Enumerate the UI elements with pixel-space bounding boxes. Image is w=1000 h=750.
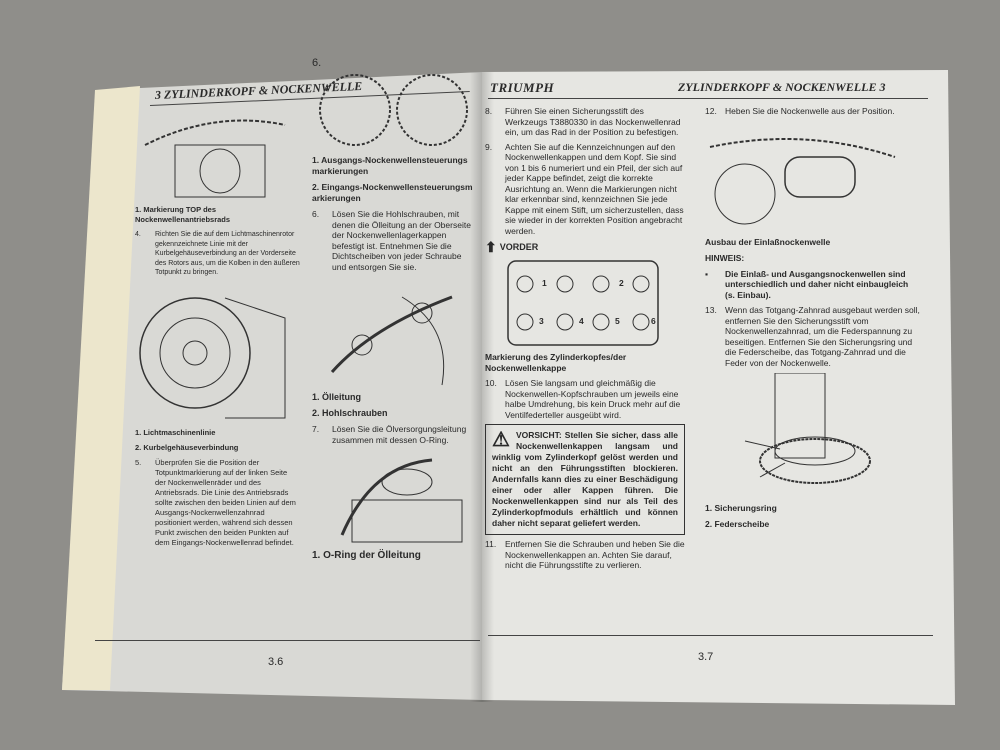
step-text: Wenn das Totgang-Zahnrad ausgebaut werde… — [725, 305, 920, 368]
step-number: 6. — [312, 209, 320, 219]
step-11: 11. Entfernen Sie die Schrauben und heben… — [485, 539, 685, 571]
figure-camshaft-removal — [709, 137, 896, 224]
step-5: 5. Überprüfen Sie die Position der Totpun… — [135, 458, 300, 548]
step-8: 8. Führen Sie einen Sicherungsstift des W… — [485, 106, 685, 138]
note-label: HINWEIS: — [705, 252, 745, 263]
step-text: Richten Sie die auf dem Lichtmaschinenro… — [155, 231, 300, 276]
step-7: 7. Lösen Sie die Ölversorgungsleitung zus… — [312, 424, 475, 445]
section-title: Ausbau der Einlaßnockenwelle — [705, 236, 831, 247]
step-number: 10. — [485, 378, 497, 388]
warning-text: VORSICHT: Stellen Sie sicher, dass alle … — [492, 430, 678, 528]
warning-box: ⚠ VORSICHT: Stellen Sie sicher, dass all… — [485, 424, 685, 535]
step-number: 9. — [485, 141, 493, 152]
figure-cam-gears-timing-marks — [319, 74, 468, 146]
fig-caption-cylinder-head: Markierung des Zylinderkopfes/der Nocken… — [485, 352, 627, 373]
step-text: Lösen Sie die Hohlschrauben, mit denen d… — [332, 209, 471, 272]
step-text: Überprüfen Sie die Position der Totpunkt… — [155, 457, 296, 547]
cap-number: 5 — [615, 316, 620, 326]
step-text: Lösen Sie langsam und gleichmäßig die No… — [505, 378, 681, 420]
fig5-caption: 1. O-Ring der Ölleitung — [312, 550, 421, 561]
fig2-legend-2: 2. Kurbelgehäuseverbindung — [135, 442, 239, 452]
cylinder-head-drawing — [507, 260, 659, 346]
step-number: 5. — [135, 457, 142, 467]
page-number-right: 3.7 — [698, 651, 714, 663]
fig-legend-1: 1. Sicherungsring — [705, 503, 777, 513]
middle-column: 1. Ausgangs-Nockenwellensteuerungsmarkie… — [312, 155, 475, 562]
left-top-number: 6. — [312, 57, 322, 69]
right-column-1: 8. Führen Sie einen Sicherungsstift des W… — [485, 106, 685, 571]
step-text: Heben Sie die Nockenwelle aus der Positi… — [725, 106, 895, 116]
figure-oil-pipe-banjo-bolts — [330, 295, 453, 386]
fig4-legend-2: 2. Hohlschrauben — [312, 408, 388, 418]
step-number: 12. — [705, 106, 717, 116]
triumph-logo: TRIUMPH — [490, 80, 555, 95]
fig3-legend-2: 2. Eingangs-Nockenwellensteuerungsmarkie… — [312, 182, 473, 203]
right-page-header: ZYLINDERKOPF & NOCKENWELLE 3 — [678, 80, 886, 94]
header-rule-right — [488, 98, 928, 99]
note-text: Die Einlaß- und Ausgangsnockenwellen sin… — [725, 268, 909, 300]
step-4: 4. Richten Sie die auf dem Lichtmaschinen… — [135, 230, 300, 278]
front-label: VORDER — [499, 241, 539, 252]
step-text: Achten Sie auf die Kennzeichnungen auf d… — [505, 141, 684, 236]
figure-oil-pipe-o-ring — [340, 458, 463, 543]
step-number: 13. — [705, 305, 717, 315]
cap-number: 2 — [619, 278, 624, 288]
step-9: 9. Achten Sie auf die Kennzeichnungen auf… — [485, 142, 685, 237]
book-gutter — [470, 72, 494, 702]
bullet-icon: ▪ — [705, 268, 709, 279]
step-13: 13. Wenn das Totgang-Zahnrad ausgebaut we… — [705, 305, 920, 368]
step-text: Entfernen Sie die Schrauben und heben Si… — [505, 539, 685, 570]
fig2-legend-1: 1. Lichtmaschinenlinie — [135, 427, 216, 437]
front-indicator: ⬆VORDER — [485, 240, 685, 254]
cap-number: 1 — [542, 278, 547, 288]
figure-cylinder-head-caps: 1 2 3 4 5 6 — [503, 258, 663, 348]
step-6: 6. Lösen Sie die Hohlschrauben, mit denen… — [312, 209, 475, 272]
step-12: 12. Heben Sie die Nockenwelle aus der Pos… — [705, 106, 920, 117]
cap-number: 3 — [539, 316, 544, 326]
warning-triangle-icon: ⚠ — [492, 429, 510, 451]
step-number: 4. — [135, 231, 141, 238]
step-text: Führen Sie einen Sicherungsstift des Wer… — [505, 106, 681, 137]
fig1-caption: 1. Markierung TOP des Nockenwellenantrie… — [135, 205, 231, 224]
figure-alternator-rotor — [139, 296, 286, 418]
right-column-2: 12. Heben Sie die Nockenwelle aus der Pos… — [705, 106, 920, 530]
fig-legend-2: 2. Federscheibe — [705, 519, 770, 529]
step-number: 7. — [312, 424, 320, 434]
note-bullet: ▪ Die Einlaß- und Ausgangsnockenwellen si… — [705, 269, 920, 301]
cap-number: 4 — [579, 316, 584, 326]
arrow-up-icon: ⬆ — [485, 239, 497, 255]
step-10: 10. Lösen Sie langsam und gleichmäßig die… — [485, 378, 685, 420]
fig3-legend-1: 1. Ausgangs-Nockenwellensteuerungsmarkie… — [312, 155, 468, 176]
step-number: 11. — [485, 539, 497, 549]
step-number: 8. — [485, 106, 493, 116]
page-number-left: 3.6 — [268, 656, 284, 668]
fig4-legend-1: 1. Ölleitung — [312, 392, 362, 402]
figure-cam-drive-top-mark — [144, 119, 286, 198]
step-text: Lösen Sie die Ölversorgungsleitung zusam… — [332, 424, 467, 445]
footer-rule-right — [488, 635, 933, 636]
cap-number: 6 — [651, 316, 656, 326]
left-column: 1. Markierung TOP des Nockenwellenantrie… — [135, 110, 300, 548]
figure-circlip-spring-washer — [744, 373, 871, 484]
footer-rule-left — [95, 640, 480, 641]
